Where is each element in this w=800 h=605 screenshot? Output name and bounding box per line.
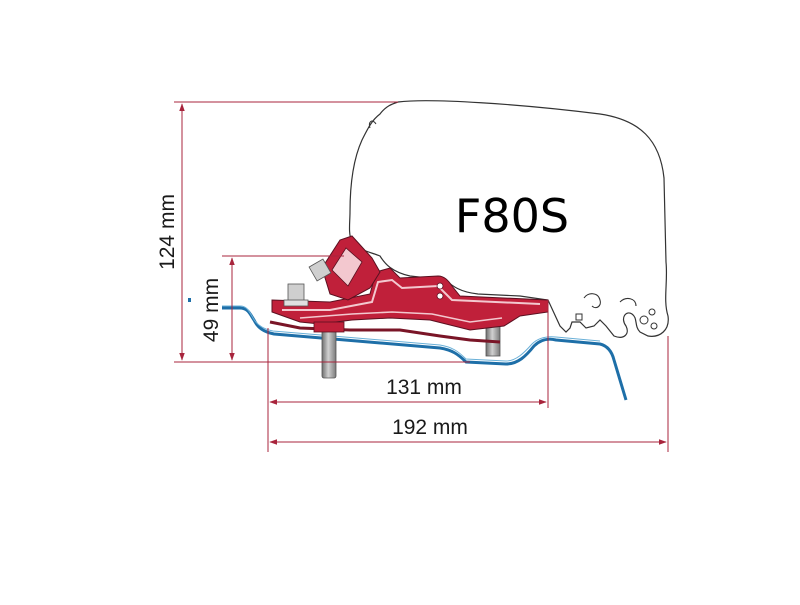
arm-nut [308, 258, 332, 282]
dimension-label-124: 124 mm [156, 194, 179, 270]
adapter-base-plate [269, 320, 501, 344]
dimension-label-192: 192 mm [392, 416, 468, 439]
product-title: F80S [455, 189, 569, 243]
adapter-inner-channel [282, 278, 541, 311]
adapter-bracket [269, 235, 549, 344]
bolt-head [287, 283, 305, 303]
awning-hook [619, 297, 637, 307]
bolt-shaft [321, 329, 337, 379]
dimension-width-total: 192 mm [269, 336, 669, 452]
dimension-label-49: 49 mm [200, 278, 223, 342]
awning-screw-hole [650, 322, 658, 330]
dimension-width-adapter: 131 mm [267, 300, 549, 452]
dimension-label-131: 131 mm [386, 376, 462, 399]
awning-slot [575, 313, 583, 321]
dimension-height-adapter: 49 mm [200, 255, 344, 361]
rail-highlight [222, 305, 601, 362]
adapter-arm-slot [331, 247, 363, 287]
awning-screw-hole [639, 315, 649, 325]
roof-rail [188, 298, 628, 401]
awning-hook [583, 293, 601, 309]
adapter-hole [436, 282, 444, 290]
awning-screw-hole [648, 308, 656, 316]
bolt-washer [283, 299, 309, 307]
dimension-height-total: 124 mm [156, 101, 470, 363]
adapter-inner-channel [299, 311, 503, 323]
awning-lip [369, 120, 377, 129]
rail-end-marker [188, 298, 191, 302]
clamp-block [313, 321, 345, 333]
adapter-hole [436, 292, 444, 300]
